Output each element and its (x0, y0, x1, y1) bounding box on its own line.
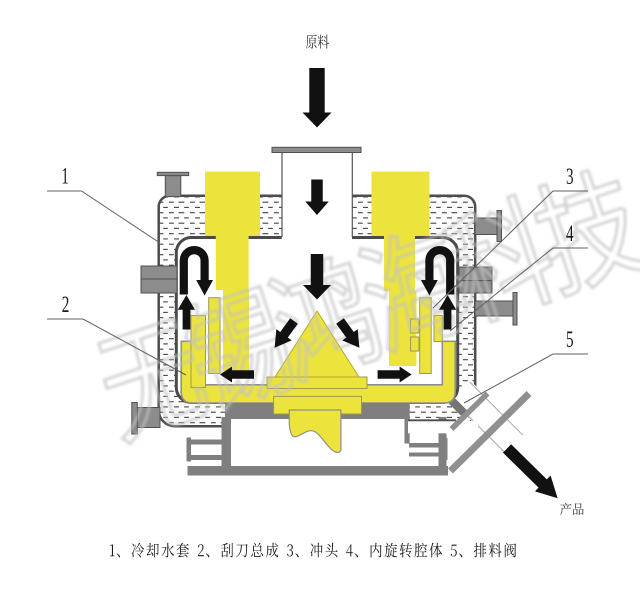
svg-text:2: 2 (62, 293, 70, 318)
svg-text:3: 3 (566, 165, 574, 190)
svg-text:5: 5 (566, 328, 574, 353)
svg-text:4: 4 (566, 222, 574, 247)
svg-text:1: 1 (61, 165, 69, 190)
